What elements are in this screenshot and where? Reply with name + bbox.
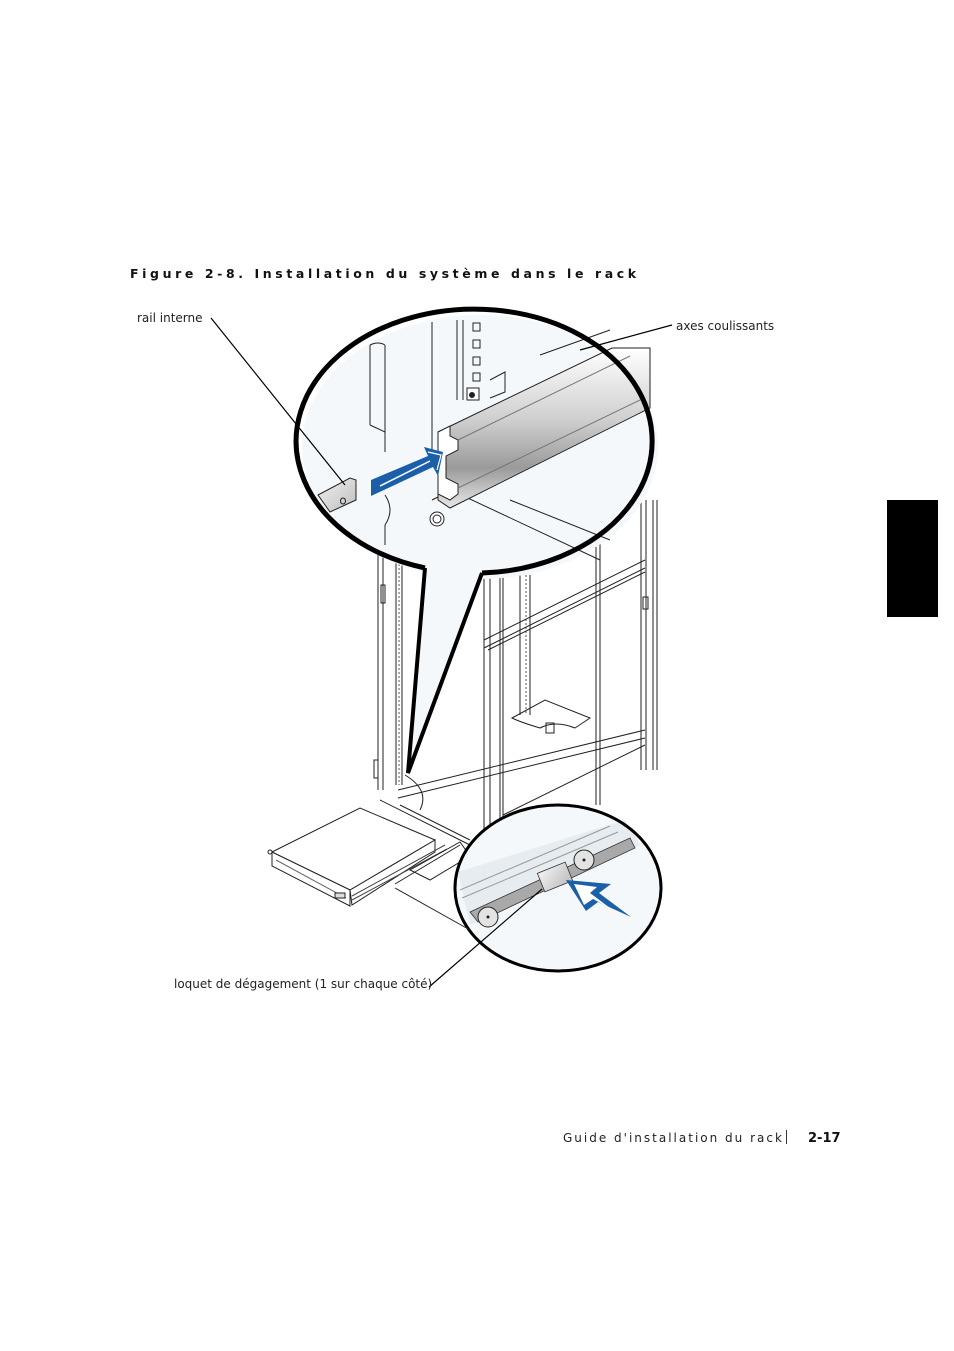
page-number: 2-17 [808,1131,841,1146]
footer-separator [786,1130,787,1144]
leader-rail-interne [210,317,346,486]
leader-lines [210,317,673,988]
callout-rail-interne: rail interne [137,311,203,325]
chapter-tab [887,500,938,617]
callout-axes-coulissants: axes coulissants [676,319,775,333]
insert-arrow-icon [371,447,443,496]
server-chassis [267,807,471,907]
figure-title: Figure 2-8. Installation du système dans… [130,266,640,281]
push-latch-arrow-icon [566,880,631,917]
leader-axes-coulissants [579,324,673,351]
rack-frame [373,500,658,846]
leader-loquet [428,888,543,988]
lower-detail-bubble [394,803,663,973]
footer-title: Guide d'installation du rack [563,1131,784,1145]
upper-detail-bubble [293,306,658,774]
callout-loquet: loquet de dégagement (1 sur chaque côté) [174,977,433,991]
